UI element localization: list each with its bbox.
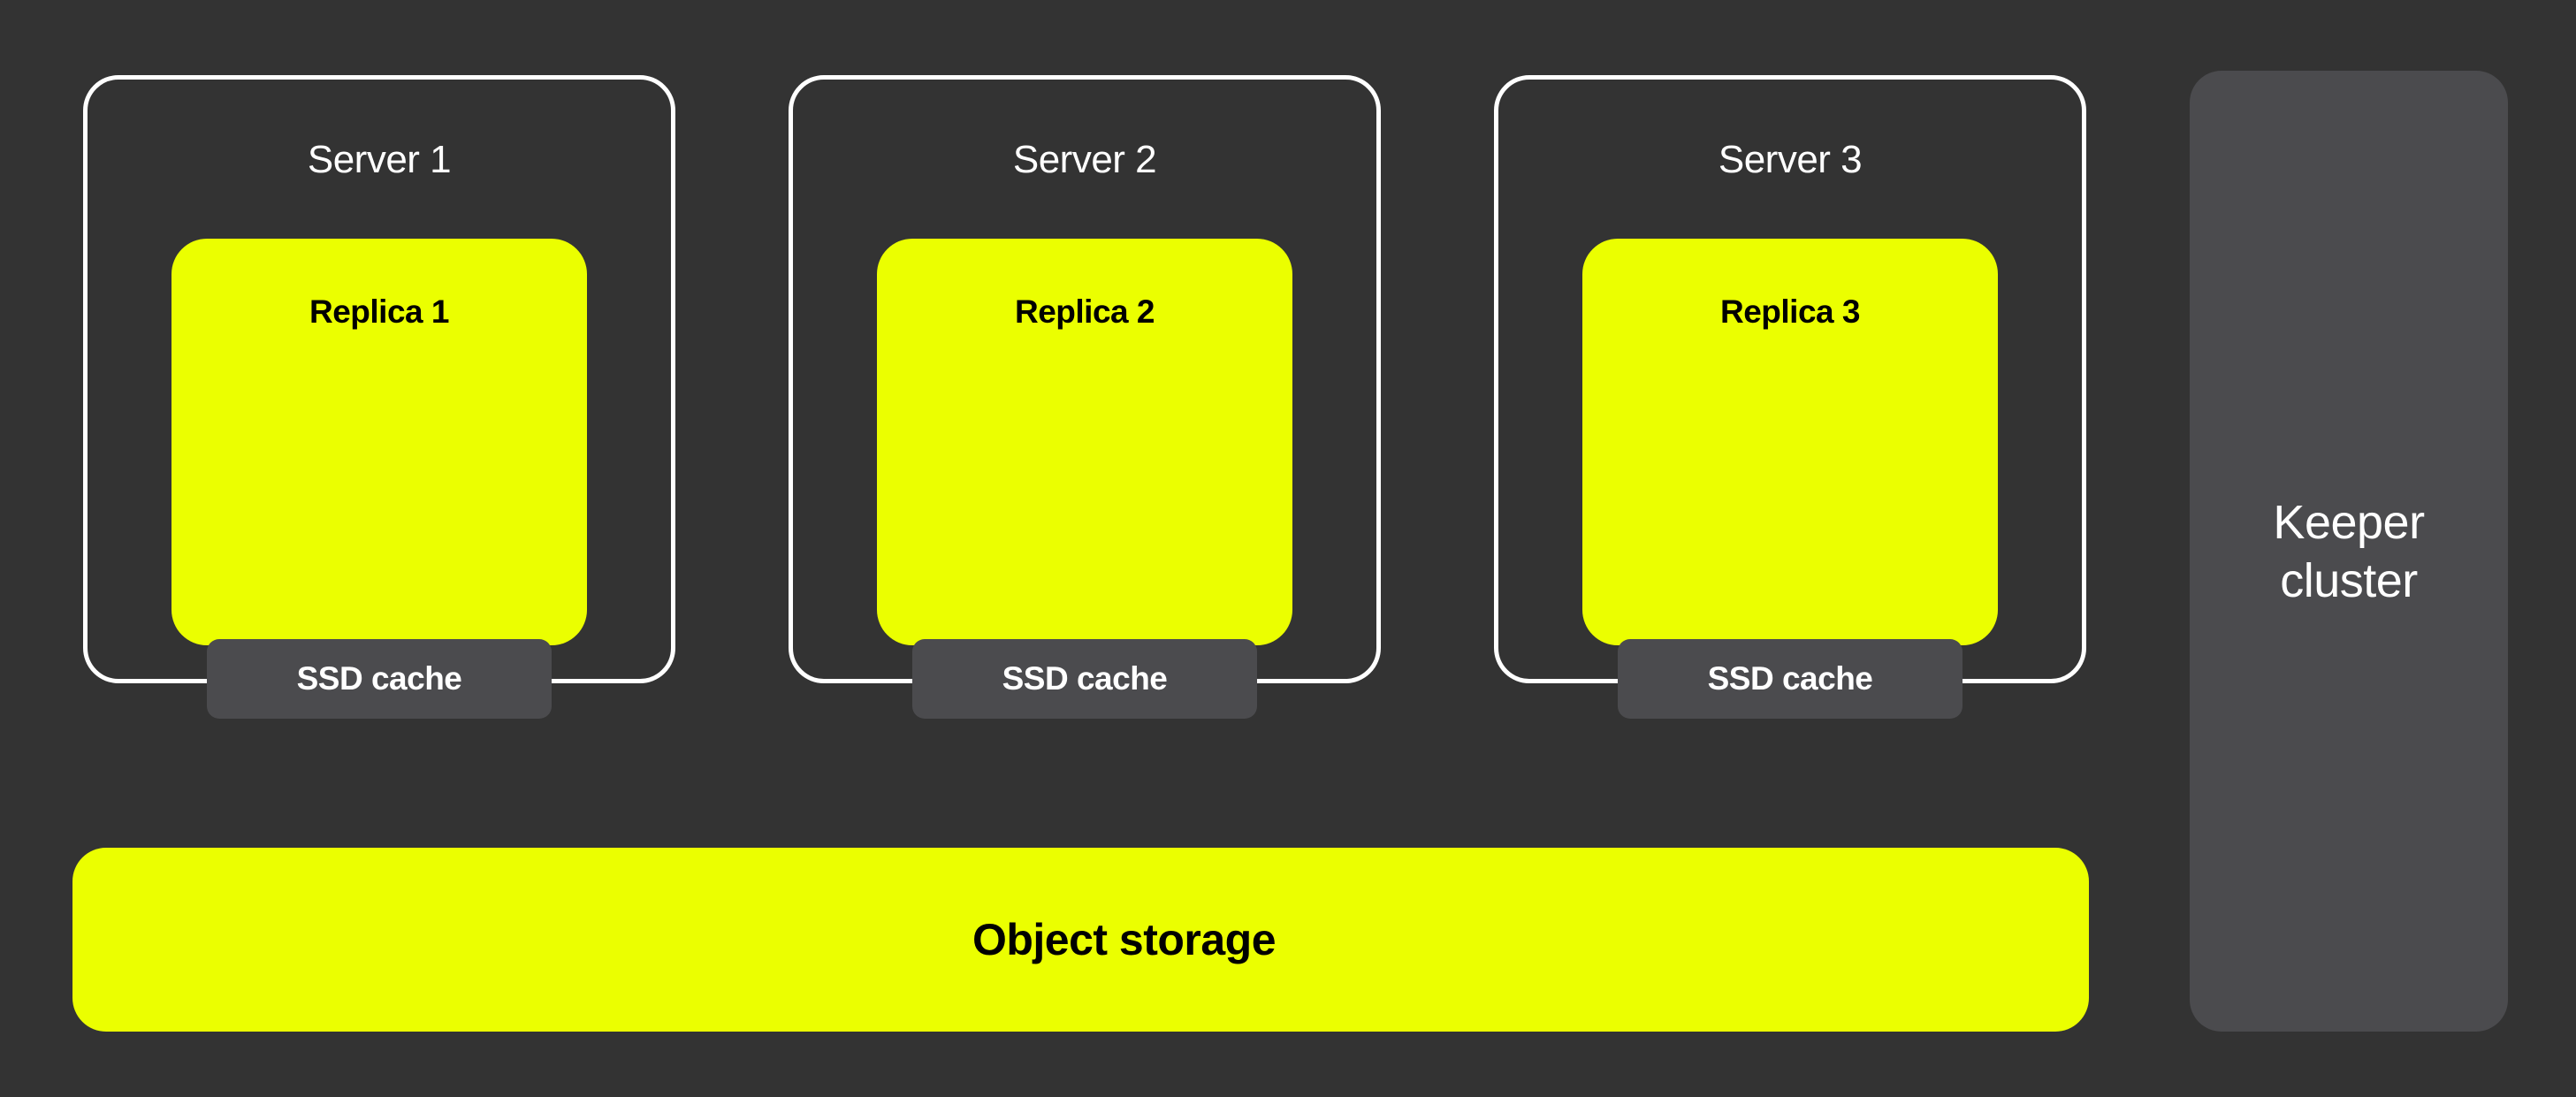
keeper-cluster-label-line-1: Keeper [2273,495,2425,549]
replica-3-title: Replica 3 [1720,293,1860,330]
server-2-ssd-cache-label: SSD cache [1002,660,1168,697]
server-1-ssd-cache-label: SSD cache [296,660,462,697]
keeper-cluster-label-line-2: cluster [2280,553,2418,607]
server-1-title: Server 1 [307,138,452,181]
replica-1-title: Replica 1 [309,293,449,330]
object-storage-bar: Object storage [72,848,2089,1032]
server-2-ssd-cache-badge: SSD cache [912,639,1257,719]
keeper-cluster-panel: Keeper cluster [2190,71,2508,1032]
replica-2-box: Replica 2 [877,239,1292,645]
server-1-group: Server 1 Replica 1 SSD cache [83,75,675,719]
replica-1-box: Replica 1 [171,239,587,645]
replica-3-box: Replica 3 [1582,239,1998,645]
server-3-group: Server 3 Replica 3 SSD cache [1494,75,2086,719]
server-1-ssd-cache-badge: SSD cache [207,639,552,719]
server-2-group: Server 2 Replica 2 SSD cache [789,75,1381,719]
server-3-ssd-cache-label: SSD cache [1707,660,1873,697]
server-2-title: Server 2 [1012,138,1157,181]
replica-2-title: Replica 2 [1015,293,1155,330]
server-3-ssd-cache-badge: SSD cache [1618,639,1962,719]
server-3-title: Server 3 [1718,138,1863,181]
object-storage-label: Object storage [972,915,1277,964]
